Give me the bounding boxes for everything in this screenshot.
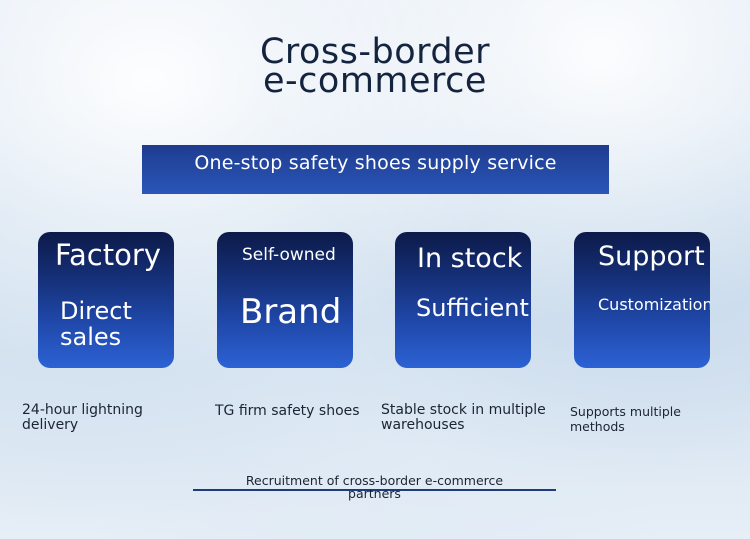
feature-card-brand: Self-owned Brand bbox=[217, 232, 353, 368]
feature-card-factory: Factory Direct sales bbox=[38, 232, 174, 368]
banner-text: One-stop safety shoes supply service bbox=[194, 152, 557, 174]
footer-line-1: Recruitment of cross-border e-commerce bbox=[245, 473, 504, 488]
caption-line-2: delivery bbox=[22, 417, 79, 433]
card-heading: Self-owned bbox=[242, 245, 336, 265]
caption-line-1: 24-hour lightning bbox=[22, 402, 143, 418]
card-main: Brand bbox=[240, 292, 342, 332]
page-title-line-2: e-commerce bbox=[263, 61, 487, 101]
feature-card-customization: Support Customization bbox=[574, 232, 710, 368]
caption-line-1: Supports multiple bbox=[570, 404, 681, 419]
card-main-line-1: Direct bbox=[60, 297, 132, 325]
card-heading: In stock bbox=[417, 243, 523, 274]
caption-line-2: methods bbox=[570, 419, 625, 434]
caption-stock: Stable stock in multiple warehouses bbox=[381, 403, 546, 433]
footer-divider bbox=[193, 489, 556, 491]
page-title-line-1: Cross-border bbox=[259, 32, 491, 72]
card-main: Sufficient bbox=[416, 294, 529, 322]
caption-customization: Supports multiple methods bbox=[570, 404, 681, 434]
feature-card-stock: In stock Sufficient bbox=[395, 232, 531, 368]
caption-line-2: warehouses bbox=[381, 417, 465, 433]
caption-line-1: Stable stock in multiple bbox=[381, 402, 546, 418]
card-heading: Support bbox=[598, 241, 705, 272]
card-main: Customization bbox=[598, 295, 710, 314]
service-banner: One-stop safety shoes supply service bbox=[142, 145, 609, 194]
caption-factory: 24-hour lightning delivery bbox=[22, 403, 143, 433]
footer-line-2: partners bbox=[348, 486, 401, 501]
caption-brand: TG firm safety shoes bbox=[215, 403, 360, 419]
card-heading: Factory bbox=[55, 238, 161, 272]
card-main-line-2: sales bbox=[60, 323, 122, 351]
